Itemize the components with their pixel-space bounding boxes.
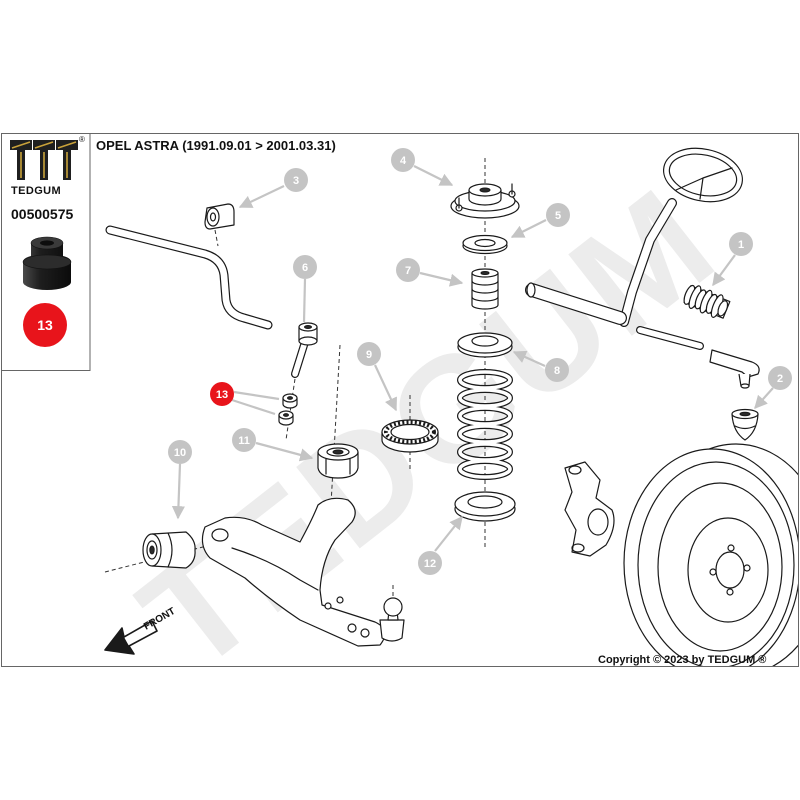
leader-line-9 bbox=[374, 364, 397, 412]
callout-label: 4 bbox=[400, 155, 407, 167]
leader-line-13a bbox=[233, 390, 280, 401]
diagram-frame bbox=[1, 133, 799, 667]
steering-knuckle bbox=[564, 461, 615, 557]
ball-joint-boot bbox=[731, 408, 759, 441]
leader-line-5 bbox=[510, 219, 547, 238]
strut-bearing bbox=[381, 419, 439, 453]
leader-line-4 bbox=[413, 165, 454, 186]
leader-line-6 bbox=[302, 278, 307, 323]
callout-2: 2 bbox=[768, 366, 792, 390]
callout-5: 5 bbox=[546, 203, 570, 227]
callout-label: 7 bbox=[405, 265, 411, 277]
callout-10: 10 bbox=[168, 440, 192, 464]
link-bushing-lower bbox=[278, 410, 294, 426]
callout-label: 1 bbox=[738, 239, 744, 251]
strut-top-mount bbox=[450, 183, 520, 219]
lower-control-arm bbox=[201, 497, 386, 647]
leader-lines bbox=[171, 165, 774, 552]
steering-wheel bbox=[662, 147, 744, 203]
leader-line-8 bbox=[512, 350, 546, 368]
callout-label: 9 bbox=[366, 349, 372, 361]
callout-label: 2 bbox=[777, 373, 783, 385]
leader-line-1 bbox=[712, 254, 736, 287]
callout-label: 3 bbox=[293, 175, 299, 187]
vehicle-title: OPEL ASTRA (1991.09.01 > 2001.03.31) bbox=[96, 138, 336, 153]
callout-8: 8 bbox=[545, 358, 569, 382]
steering-rack-boot bbox=[683, 284, 731, 319]
steering-rack bbox=[525, 282, 627, 325]
leader-line-12 bbox=[434, 515, 463, 552]
registered-mark: ® bbox=[79, 135, 85, 144]
tedgum-logo: ® TEDGUM bbox=[10, 135, 85, 197]
callout-13-highlight: 13 bbox=[210, 382, 234, 406]
coil-spring bbox=[457, 369, 513, 480]
stabilizer-bar bbox=[105, 225, 273, 330]
callout-7: 7 bbox=[396, 258, 420, 282]
callout-9: 9 bbox=[357, 342, 381, 366]
bump-stop bbox=[471, 268, 499, 310]
link-bushing-upper bbox=[282, 393, 298, 409]
leader-line-13b bbox=[231, 398, 276, 416]
steering-column bbox=[619, 198, 677, 327]
callout-label: 12 bbox=[424, 558, 436, 570]
info-panel-border bbox=[1, 133, 91, 371]
ball-joint bbox=[347, 597, 405, 642]
upper-spring-seat bbox=[457, 332, 513, 358]
stabilizer-bushing bbox=[204, 203, 235, 230]
strut-bearing-washer bbox=[462, 234, 508, 255]
leader-line-7 bbox=[419, 271, 464, 287]
product-callout-label: 13 bbox=[37, 317, 53, 333]
callout-label: 8 bbox=[554, 365, 560, 377]
tie-rod bbox=[636, 326, 704, 350]
brand-wordmark: TEDGUM bbox=[11, 185, 61, 197]
leader-line-2 bbox=[754, 387, 774, 409]
part-number: 00500575 bbox=[11, 206, 74, 222]
stabilizer-link bbox=[291, 322, 318, 378]
leader-line-10 bbox=[171, 463, 186, 520]
callout-label: 5 bbox=[555, 210, 561, 222]
callout-label: 11 bbox=[238, 435, 250, 447]
tie-rod-end bbox=[709, 349, 760, 389]
leader-line-11 bbox=[255, 441, 314, 462]
callout-11: 11 bbox=[232, 428, 256, 452]
copyright-notice: Copyright © 2023 by TEDGUM ® bbox=[598, 654, 766, 666]
leader-line-3 bbox=[238, 185, 285, 208]
callout-1: 1 bbox=[729, 232, 753, 256]
callout-3: 3 bbox=[284, 168, 308, 192]
wheel bbox=[623, 443, 798, 666]
product-photo-bushing bbox=[22, 236, 72, 290]
callout-4: 4 bbox=[391, 148, 415, 172]
callout-label: 6 bbox=[302, 262, 308, 274]
callout-label: 10 bbox=[174, 447, 186, 459]
product-callout-badge: 13 bbox=[23, 303, 67, 347]
callout-6: 6 bbox=[293, 255, 317, 279]
control-arm-rear-bushing bbox=[317, 443, 359, 479]
callout-12: 12 bbox=[418, 551, 442, 575]
callout-label: 13 bbox=[216, 389, 228, 401]
lower-spring-seat bbox=[454, 491, 516, 522]
control-arm-front-bushing bbox=[142, 531, 196, 569]
